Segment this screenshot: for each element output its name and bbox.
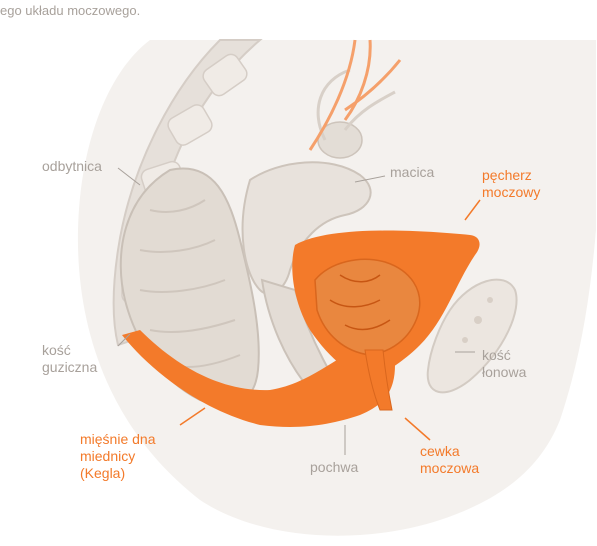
label-odbytnica: odbytnica	[42, 158, 102, 175]
label-miesnie-dna-miednicy: mięśnie dna miednicy (Kegla)	[80, 431, 156, 482]
label-cewka-moczowa: cewka moczowa	[420, 443, 479, 477]
label-pochwa: pochwa	[310, 459, 358, 476]
label-kosc-lonowa: kość łonowa	[482, 347, 526, 381]
label-macica: macica	[390, 164, 434, 181]
label-pecherz-moczowy: pęcherz moczowy	[482, 167, 540, 201]
label-kosc-guziczna: kość guziczna	[42, 342, 97, 376]
